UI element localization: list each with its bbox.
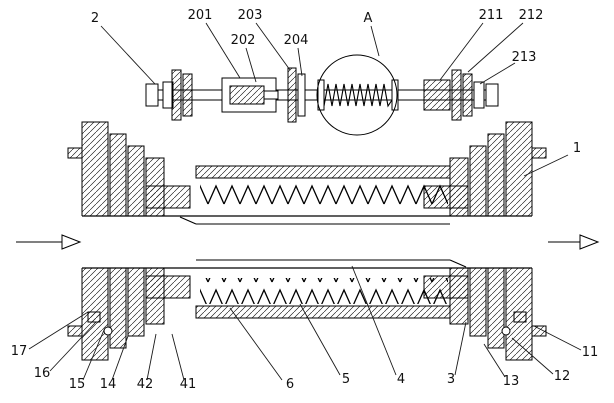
callout-211: 211 bbox=[439, 8, 504, 81]
lug-plate-right-outer bbox=[451, 69, 462, 121]
callout-41: 41 bbox=[171, 333, 197, 392]
callout-212: 212 bbox=[467, 8, 544, 73]
lug-plate-left-inner bbox=[182, 73, 193, 117]
callout-203: 203 bbox=[238, 8, 291, 71]
central-sleeve bbox=[195, 165, 451, 319]
callout-2: 2 bbox=[91, 11, 156, 85]
detail-circle-A bbox=[316, 54, 398, 136]
tie-rod-assembly bbox=[145, 54, 499, 136]
bolt-detail bbox=[87, 311, 101, 323]
callout-17-label: 17 bbox=[11, 344, 28, 359]
callout-3-label: 3 bbox=[447, 372, 455, 387]
callout-202: 202 bbox=[231, 33, 257, 83]
callout-42: 42 bbox=[137, 333, 157, 392]
callout-14-label: 14 bbox=[100, 377, 117, 392]
outer-shell-bottom bbox=[195, 305, 451, 319]
callout-11-label: 11 bbox=[582, 345, 599, 360]
bellows-bottom bbox=[200, 278, 448, 304]
spring-seat-right bbox=[391, 79, 399, 111]
lug-plate-right-inner bbox=[462, 73, 473, 117]
callout-16: 16 bbox=[34, 321, 97, 381]
callout-204-label: 204 bbox=[284, 33, 309, 48]
packing-gland bbox=[145, 275, 191, 299]
callout-213: 213 bbox=[479, 50, 537, 85]
spring-seat-left bbox=[317, 79, 325, 111]
rod-end-cap-left bbox=[145, 83, 159, 107]
callout-13-label: 13 bbox=[503, 374, 520, 389]
callout-202-label: 202 bbox=[231, 33, 256, 48]
bolt-stud bbox=[67, 147, 83, 159]
callout-3: 3 bbox=[447, 321, 467, 387]
callout-211-label: 211 bbox=[479, 8, 504, 23]
callouts: 2 201 202 203 204 A 211 212 bbox=[11, 8, 599, 392]
callout-2-label: 2 bbox=[91, 11, 99, 26]
callout-4: 4 bbox=[351, 265, 405, 387]
callout-1-label: 1 bbox=[573, 141, 581, 156]
nut-right bbox=[473, 81, 485, 109]
callout-201: 201 bbox=[188, 8, 241, 79]
bolt-head bbox=[501, 326, 511, 336]
piston-stem bbox=[263, 90, 279, 100]
callout-A: A bbox=[364, 11, 380, 57]
rod-end-cap-right bbox=[485, 83, 499, 107]
flow-arrow-right bbox=[548, 234, 600, 250]
callout-4-label: 4 bbox=[397, 372, 405, 387]
packing-gland bbox=[145, 185, 191, 209]
bolt-stud bbox=[531, 325, 547, 337]
disc-plate bbox=[287, 67, 297, 123]
callout-6-label: 6 bbox=[286, 377, 294, 392]
callout-42-label: 42 bbox=[137, 377, 154, 392]
callout-201-label: 201 bbox=[188, 8, 213, 23]
adjuster-block bbox=[423, 79, 451, 111]
callout-203-label: 203 bbox=[238, 8, 263, 23]
inner-liner bbox=[179, 216, 467, 268]
callout-11: 11 bbox=[533, 325, 599, 360]
bolt-head bbox=[103, 326, 113, 336]
callout-213-label: 213 bbox=[512, 50, 537, 65]
bore-channel bbox=[70, 216, 546, 268]
callout-15: 15 bbox=[69, 329, 105, 392]
callout-5-label: 5 bbox=[342, 372, 350, 387]
flow-arrow-left bbox=[16, 234, 82, 250]
callout-6: 6 bbox=[229, 307, 294, 392]
spring-coil bbox=[323, 83, 393, 108]
callout-16-label: 16 bbox=[34, 366, 51, 381]
disc-washer bbox=[297, 73, 306, 117]
outer-shell-top bbox=[195, 165, 451, 179]
callout-204: 204 bbox=[284, 33, 309, 77]
callout-1: 1 bbox=[523, 141, 581, 177]
callout-212-label: 212 bbox=[519, 8, 544, 23]
callout-A-label: A bbox=[364, 11, 373, 26]
lug-plate-left-outer bbox=[171, 69, 182, 121]
callout-12-label: 12 bbox=[554, 369, 571, 384]
callout-12: 12 bbox=[511, 337, 571, 384]
callout-17: 17 bbox=[11, 311, 89, 359]
cylinder-piston bbox=[229, 85, 265, 105]
bellows-top bbox=[200, 180, 448, 206]
callout-13: 13 bbox=[483, 343, 520, 389]
callout-15-label: 15 bbox=[69, 377, 86, 392]
bolt-stud bbox=[67, 325, 83, 337]
bore-walls bbox=[82, 215, 532, 269]
callout-5: 5 bbox=[299, 303, 350, 387]
callout-14: 14 bbox=[100, 335, 129, 392]
bolt-stud bbox=[531, 147, 547, 159]
bolt-detail bbox=[513, 311, 527, 323]
callout-41-label: 41 bbox=[180, 377, 197, 392]
